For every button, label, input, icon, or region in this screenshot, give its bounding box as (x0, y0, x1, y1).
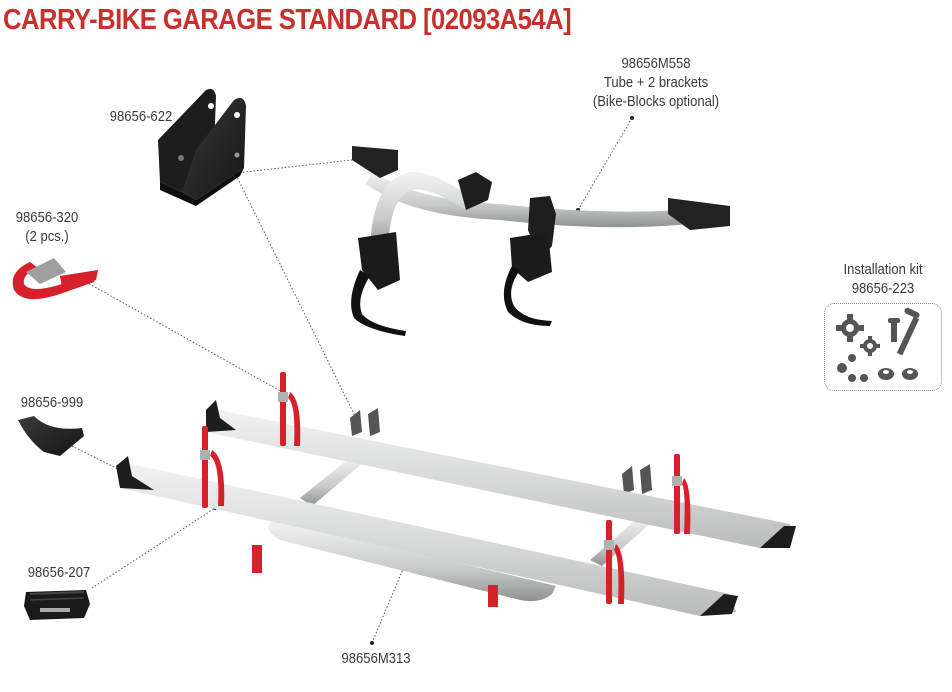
screw-icon (888, 307, 920, 356)
part-description: Tube + 2 brackets (603, 75, 709, 91)
tube-part (351, 146, 730, 336)
page-title: CARRY-BIKE GARAGE STANDARD [02093A54A] (3, 4, 572, 36)
bracket-part (158, 88, 246, 206)
leader-tube (577, 117, 633, 211)
part-number: 98656M313 (341, 651, 411, 667)
leader-bracket-to-rack (235, 174, 357, 419)
leader-bracket-to-tube (235, 159, 353, 174)
part-label-rail-cap: 98656-207 (19, 564, 100, 583)
part-label-end-cap: 98656-999 (12, 394, 93, 413)
part-number: 98656-622 (109, 109, 173, 125)
part-number: 98656-223 (851, 281, 915, 297)
chain-icon (837, 354, 868, 382)
strap-part (12, 258, 98, 300)
gear-icon (836, 314, 864, 342)
nut-icon (878, 368, 918, 380)
part-quantity: (2 pcs.) (25, 229, 69, 245)
gear-icon (860, 336, 880, 356)
rack-part (116, 372, 796, 616)
leader-end-cap (71, 445, 121, 471)
part-description: Installation kit (843, 262, 923, 278)
end-cap-part (18, 416, 84, 456)
part-note: (Bike-Blocks optional) (592, 94, 720, 110)
part-number: 98656-320 (15, 210, 79, 226)
leader-lines (71, 117, 633, 644)
part-label-rack: 98656M313 (331, 650, 421, 669)
part-label-tube: 98656M558 Tube + 2 brackets (Bike-Blocks… (575, 55, 737, 112)
part-number: 98656-999 (20, 395, 84, 411)
part-label-strap: 98656-320 (2 pcs.) (7, 209, 88, 247)
leader-rack (371, 561, 407, 644)
part-label-install-kit: Installation kit 98656-223 (834, 261, 933, 299)
part-label-bracket: 98656-622 (101, 108, 182, 127)
leader-strap (85, 281, 283, 393)
install-kit-box (824, 303, 942, 391)
install-kit-icons (836, 307, 920, 382)
part-number: 98656-207 (27, 565, 91, 581)
part-number: 98656M558 (621, 56, 691, 72)
rail-cap-part (24, 590, 90, 620)
leader-rail-cap (91, 507, 216, 589)
